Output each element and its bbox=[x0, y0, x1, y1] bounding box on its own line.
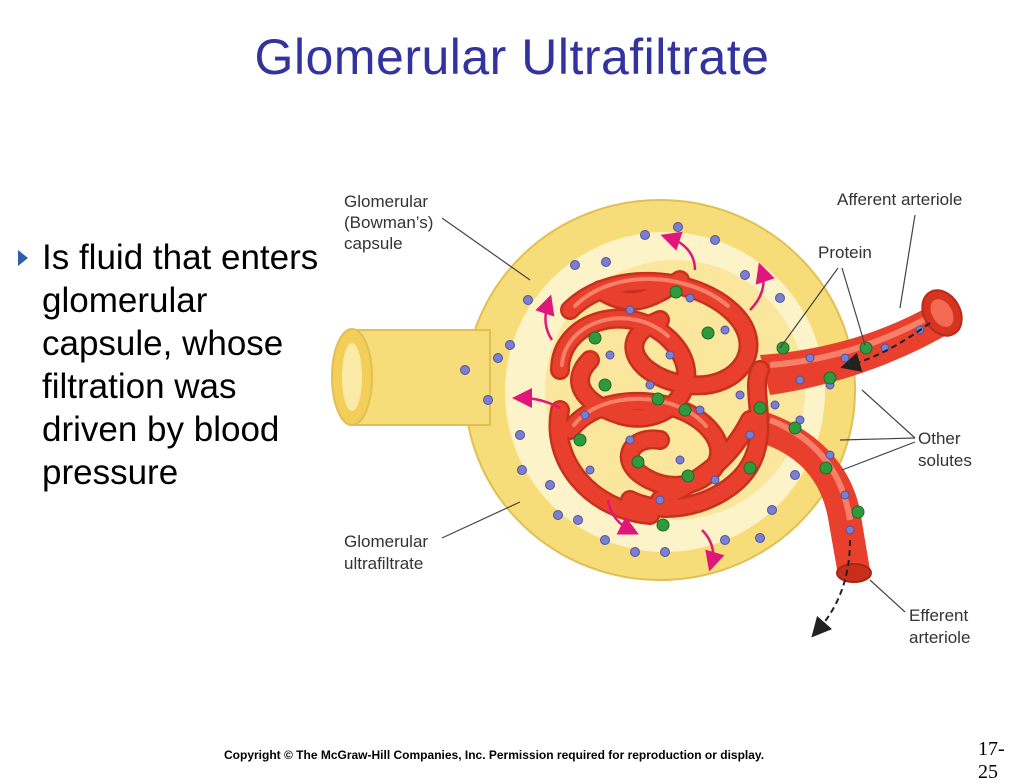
other-solutes-label-line2: solutes bbox=[918, 451, 972, 470]
slide-title: Glomerular Ultrafiltrate bbox=[254, 29, 770, 85]
protein-label: Protein bbox=[818, 243, 872, 262]
bullet-list: Is fluid that enters glomerular capsule,… bbox=[18, 236, 328, 494]
slide-number: 17-25 bbox=[978, 738, 1005, 783]
ultrafiltrate-label-line1: Glomerular bbox=[344, 532, 428, 551]
efferent-label-line1: Efferent bbox=[909, 606, 969, 625]
efferent-arteriole bbox=[750, 410, 872, 583]
leader-lines bbox=[441, 214, 916, 613]
capsule-label-line2: (Bowman’s) bbox=[344, 213, 433, 232]
copyright-notice: Copyright © The McGraw-Hill Companies, I… bbox=[224, 748, 765, 762]
efferent-flow-arrow bbox=[811, 539, 851, 638]
bullet-arrow-icon bbox=[18, 250, 28, 266]
afferent-flow-arrow bbox=[840, 322, 931, 372]
afferent-label: Afferent arteriole bbox=[837, 190, 962, 209]
afferent-arteriole bbox=[760, 289, 963, 395]
efferent-label-line2: arteriole bbox=[909, 628, 970, 647]
capsule-label-line3: capsule bbox=[344, 234, 403, 253]
glomerulus-diagram: Glomerular (Bowman’s) capsule Afferent a… bbox=[331, 190, 972, 647]
bullet-text: Is fluid that enters glomerular capsule,… bbox=[42, 238, 319, 492]
glomerular-capillaries bbox=[548, 270, 770, 525]
filtration-arrows bbox=[512, 231, 775, 572]
solute-dots bbox=[460, 222, 925, 557]
protein-dots bbox=[573, 285, 873, 532]
other-solutes-label-line1: Other bbox=[918, 429, 961, 448]
ultrafiltrate-label-line2: ultrafiltrate bbox=[344, 554, 423, 573]
capsule-label-line1: Glomerular bbox=[344, 192, 428, 211]
